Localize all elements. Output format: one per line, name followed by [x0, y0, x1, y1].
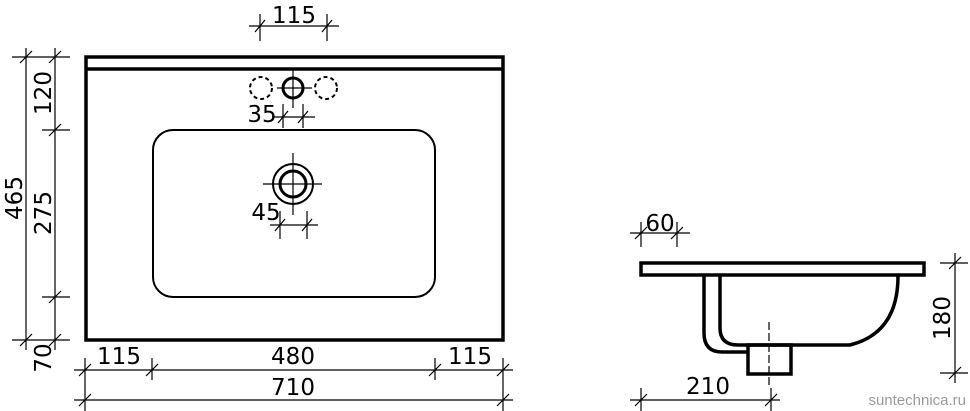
- dim-rim-overhang: 60: [630, 211, 690, 247]
- dim-label: 480: [271, 344, 315, 370]
- countertop-outline: [84, 55, 505, 342]
- dim-label: 60: [645, 211, 674, 237]
- dim-label: 115: [448, 344, 492, 370]
- top-view: 115 35 45 465 120 275 70 115 480 115: [2, 3, 513, 411]
- countertop-profile: [639, 261, 926, 277]
- dim-label: 115: [272, 3, 316, 29]
- basin-outline: [152, 129, 436, 298]
- dim-label: 180: [930, 296, 956, 340]
- dim-total-width: 710: [74, 375, 513, 407]
- dim-label: 35: [247, 102, 276, 128]
- dim-label: 115: [97, 344, 141, 370]
- dim-label: 275: [31, 191, 57, 235]
- dim-label: 70: [31, 343, 57, 372]
- side-view: 60 210 180: [630, 211, 968, 411]
- dim-total-depth: 465: [2, 48, 70, 350]
- dim-drain-hole: 45: [251, 200, 318, 239]
- dim-label: 710: [271, 375, 315, 401]
- dim-label: 210: [686, 374, 730, 400]
- dim-drain-offset: 210: [630, 374, 780, 411]
- dim-label: 120: [31, 71, 57, 115]
- dim-bowl-height: 180: [930, 253, 968, 383]
- dim-width-breakdown: 115 480 115: [74, 344, 513, 411]
- bowl-inner-wall: [718, 275, 900, 347]
- dim-label: 45: [251, 200, 280, 226]
- optional-tap-hole-right: [314, 76, 338, 100]
- dim-label: 465: [2, 176, 28, 220]
- dim-depth-breakdown: 120 275 70: [31, 48, 70, 373]
- bowl-outer-wall: [702, 276, 748, 354]
- watermark: suntechnica.ru: [868, 392, 966, 409]
- dim-tap-hole: 35: [247, 102, 315, 128]
- optional-tap-hole-left: [249, 76, 273, 100]
- dim-tap-spacing: 115: [249, 3, 339, 41]
